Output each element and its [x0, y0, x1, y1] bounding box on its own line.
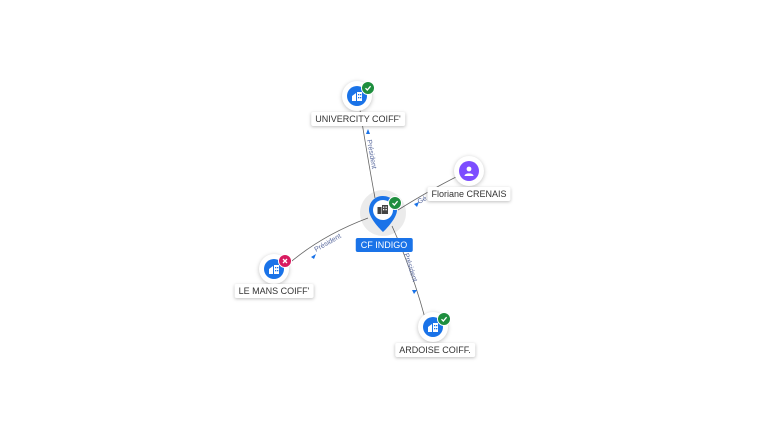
person-icon [459, 161, 479, 181]
status-active-icon [361, 81, 375, 95]
center-node-label[interactable]: CF INDIGO [355, 238, 413, 252]
edge-lemans [285, 217, 369, 267]
node-univercity[interactable] [342, 81, 375, 111]
node-floriane[interactable] [454, 156, 484, 186]
center-node[interactable] [360, 190, 408, 240]
node-label-lemans[interactable]: LE MANS COIFF' [234, 284, 314, 298]
status-active-icon [437, 312, 451, 326]
edge-arrow-univercity [366, 129, 370, 134]
edge-label-floriane: Gé [417, 195, 429, 206]
status-active-icon [388, 196, 402, 210]
node-label-ardoise[interactable]: ARDOISE COIFF. [395, 343, 475, 357]
edge-arrow-ardoise [412, 290, 417, 294]
edge-label-ardoise: Président [402, 252, 418, 282]
node-label-floriane[interactable]: Floriane CRENAIS [427, 187, 511, 201]
node-lemans[interactable] [259, 254, 292, 284]
edge-arrow-floriane [414, 202, 419, 207]
node-label-univercity[interactable]: UNIVERCITY COIFF' [311, 112, 405, 126]
edge-label-univercity: Président [365, 139, 377, 169]
node-ardoise[interactable] [418, 312, 451, 342]
edge-ardoise [391, 225, 426, 319]
status-closed-icon [278, 254, 292, 268]
edge-arrow-lemans [311, 254, 316, 259]
